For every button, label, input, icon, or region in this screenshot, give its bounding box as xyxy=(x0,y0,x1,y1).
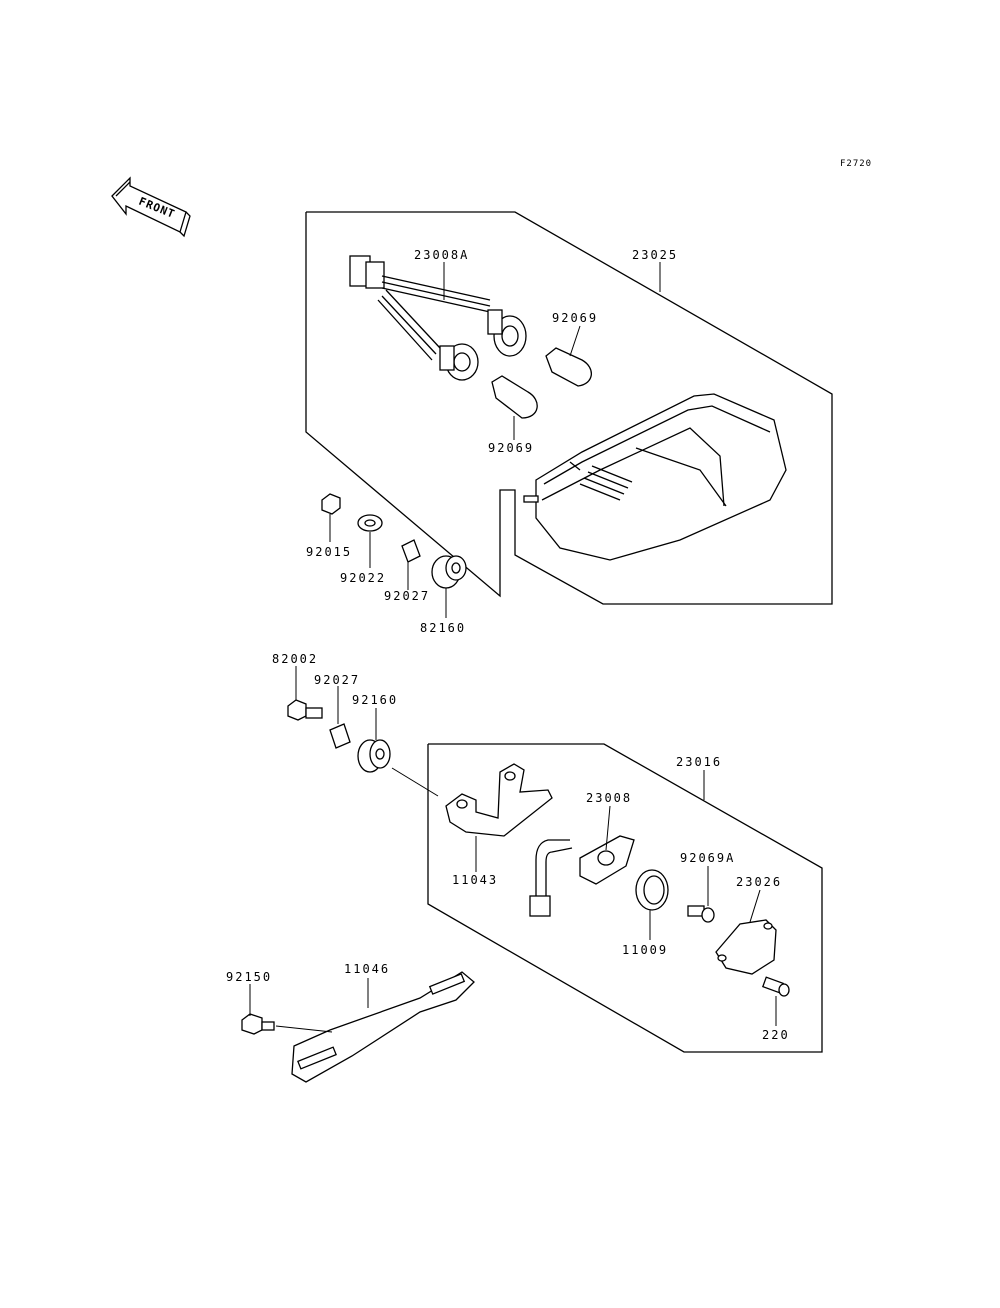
license-lamp-23026 xyxy=(715,919,777,975)
socket-23008 xyxy=(529,835,635,917)
bulb-upper xyxy=(545,347,592,387)
nut-92015 xyxy=(321,493,341,515)
label-92069-top: 92069 xyxy=(552,311,598,325)
washer-92022 xyxy=(357,514,383,532)
label-92069A: 92069A xyxy=(680,851,735,865)
bolt-82002 xyxy=(287,699,323,721)
label-92027-a: 92027 xyxy=(384,589,430,603)
tail-light-frame xyxy=(305,211,833,605)
label-11009: 11009 xyxy=(622,943,668,957)
figure-code: F2720 xyxy=(840,159,872,169)
label-220: 220 xyxy=(762,1028,790,1042)
collar-92027-b xyxy=(329,723,351,749)
collar-92027-a xyxy=(401,539,421,563)
label-23026: 23026 xyxy=(736,875,782,889)
label-92022: 92022 xyxy=(340,571,386,585)
license-light-frame xyxy=(427,743,823,1053)
front-arrow-icon: FRONT xyxy=(111,176,191,238)
label-23025: 23025 xyxy=(632,248,678,262)
label-23008: 23008 xyxy=(586,791,632,805)
label-11046: 11046 xyxy=(344,962,390,976)
tail-lamp-housing xyxy=(523,393,787,561)
bolt-92150 xyxy=(241,1013,275,1035)
label-92160: 92160 xyxy=(352,693,398,707)
leader-lines xyxy=(249,262,777,1026)
bracket-11046 xyxy=(291,971,475,1083)
label-92069-bottom: 92069 xyxy=(488,441,534,455)
gasket-11009 xyxy=(635,869,669,911)
label-92015: 92015 xyxy=(306,545,352,559)
grommet-92160 xyxy=(357,739,391,773)
screw-220 xyxy=(761,976,790,997)
socket-harness xyxy=(349,255,527,381)
label-11043: 11043 xyxy=(452,873,498,887)
label-92027-b: 92027 xyxy=(314,673,360,687)
label-92150: 92150 xyxy=(226,970,272,984)
bulb-lower xyxy=(491,375,538,419)
screw-92069A xyxy=(687,905,715,923)
label-23016: 23016 xyxy=(676,755,722,769)
bracket-11043 xyxy=(445,763,553,837)
grommet-82160 xyxy=(431,555,467,589)
label-82002: 82002 xyxy=(272,652,318,666)
label-23008A: 23008A xyxy=(414,248,469,262)
label-82160: 82160 xyxy=(420,621,466,635)
